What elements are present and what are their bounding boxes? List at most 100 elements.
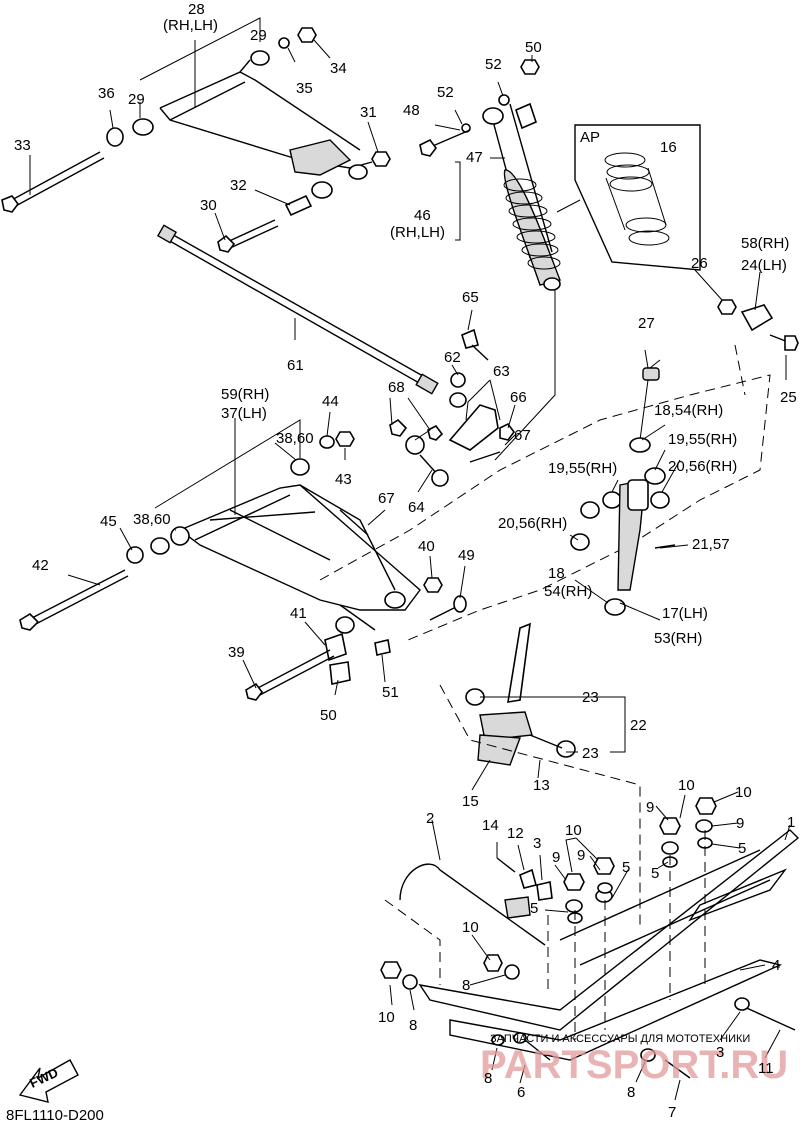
label-16: 16 [660, 139, 677, 156]
label-52a: 52 [485, 56, 502, 73]
label-30: 30 [200, 197, 217, 214]
label-24: 24(LH) [741, 257, 787, 274]
label-34: 34 [330, 60, 347, 77]
label-27: 27 [638, 315, 655, 332]
ap-detail-box [556, 124, 701, 271]
label-10a: 10 [678, 777, 695, 794]
callout-labels: 28 (RH,LH) 29 34 35 36 29 31 33 32 30 61… [14, 1, 797, 1121]
label-3a: 3 [533, 835, 541, 852]
bolt-30 [217, 219, 279, 253]
label-49: 49 [458, 547, 475, 564]
label-37: 37(LH) [221, 405, 267, 422]
label-58: 58(RH) [741, 235, 789, 252]
label-46: 46 [414, 207, 431, 224]
label-5c: 5 [651, 865, 659, 882]
label-12: 12 [507, 825, 524, 842]
upper-a-arm [106, 27, 391, 217]
label-10e: 10 [378, 1009, 395, 1026]
label-2: 2 [426, 810, 434, 827]
label-10d: 10 [462, 919, 479, 936]
label-48: 48 [403, 102, 420, 119]
label-36: 36 [98, 85, 115, 102]
label-39: 39 [228, 644, 245, 661]
assembly-outline [319, 344, 771, 641]
label-28: 28 [188, 1, 205, 18]
bolt-49 [429, 595, 467, 621]
leader-lines [29, 17, 791, 1101]
label-7: 7 [668, 1104, 676, 1121]
label-61: 61 [287, 357, 304, 374]
label-29a: 29 [250, 27, 267, 44]
watermark-logo: PARTSPORT.RU [480, 1043, 788, 1087]
label-3b: 3 [716, 1044, 724, 1061]
label-23b: 23 [582, 745, 599, 762]
lower-a-arm [126, 431, 443, 685]
label-9a: 9 [646, 799, 654, 816]
label-13: 13 [533, 777, 550, 794]
label-10c: 10 [565, 822, 582, 839]
label-41: 41 [290, 605, 307, 622]
label-20-56a: 20,56(RH) [668, 458, 737, 475]
label-4: 4 [772, 957, 780, 974]
tie-rod [156, 224, 439, 395]
shock-absorber [419, 59, 561, 291]
label-45: 45 [100, 513, 117, 530]
label-65: 65 [462, 289, 479, 306]
label-28-sides: (RH,LH) [163, 17, 218, 34]
fwd-arrow-icon [18, 1059, 79, 1103]
ski-assembly [380, 797, 800, 1079]
label-64: 64 [408, 499, 425, 516]
label-6: 6 [517, 1084, 525, 1101]
label-8d: 8 [627, 1084, 635, 1101]
label-38-60b: 38,60 [133, 511, 171, 528]
label-5b: 5 [622, 859, 630, 876]
bolt-33 [1, 151, 105, 213]
label-43: 43 [335, 471, 352, 488]
bolt-42 [19, 569, 129, 631]
spindle-assembly [439, 299, 799, 930]
label-46-sides: (RH,LH) [390, 224, 445, 241]
label-20-56b: 20,56(RH) [498, 515, 567, 532]
bolt-39 [245, 649, 335, 701]
label-9b: 9 [736, 815, 744, 832]
label-9d: 9 [577, 847, 585, 864]
label-19-55b: 19,55(RH) [548, 460, 617, 477]
steering-bracket [389, 290, 556, 487]
label-5a: 5 [738, 840, 746, 857]
label-66: 66 [510, 389, 527, 406]
label-44: 44 [322, 393, 339, 410]
label-54: 54(RH) [544, 583, 592, 600]
label-10b: 10 [735, 784, 752, 801]
label-1: 1 [787, 814, 795, 831]
label-50b: 50 [320, 707, 337, 724]
label-33: 33 [14, 137, 31, 154]
label-32: 32 [230, 177, 247, 194]
label-11: 11 [758, 1060, 774, 1077]
label-67b: 67 [378, 490, 395, 507]
label-18: 18 [548, 565, 565, 582]
watermark-caption: ЗАПЧАСТИ И АКСЕССУАРЫ ДЛЯ МОТОТЕХНИКИ [490, 1033, 750, 1045]
label-8c: 8 [484, 1070, 492, 1087]
label-22: 22 [630, 717, 647, 734]
label-5d: 5 [530, 900, 538, 917]
label-29b: 29 [128, 91, 145, 108]
label-68: 68 [388, 379, 405, 396]
label-23a: 23 [582, 689, 599, 706]
label-ap: AP [580, 129, 600, 146]
label-47: 47 [466, 149, 483, 166]
label-40: 40 [418, 538, 435, 555]
label-14: 14 [482, 817, 499, 834]
label-52b: 52 [437, 84, 454, 101]
label-35: 35 [296, 80, 313, 97]
label-8b: 8 [409, 1017, 417, 1034]
label-26: 26 [691, 255, 708, 272]
diagram-code: 8FL1110-D200 [6, 1107, 104, 1124]
label-19-55a: 19,55(RH) [668, 431, 737, 448]
label-62: 62 [444, 349, 461, 366]
label-9c: 9 [552, 849, 560, 866]
label-17: 17(LH) [662, 605, 708, 622]
label-53: 53(RH) [654, 630, 702, 647]
label-15: 15 [462, 793, 479, 810]
label-59: 59(RH) [221, 386, 269, 403]
